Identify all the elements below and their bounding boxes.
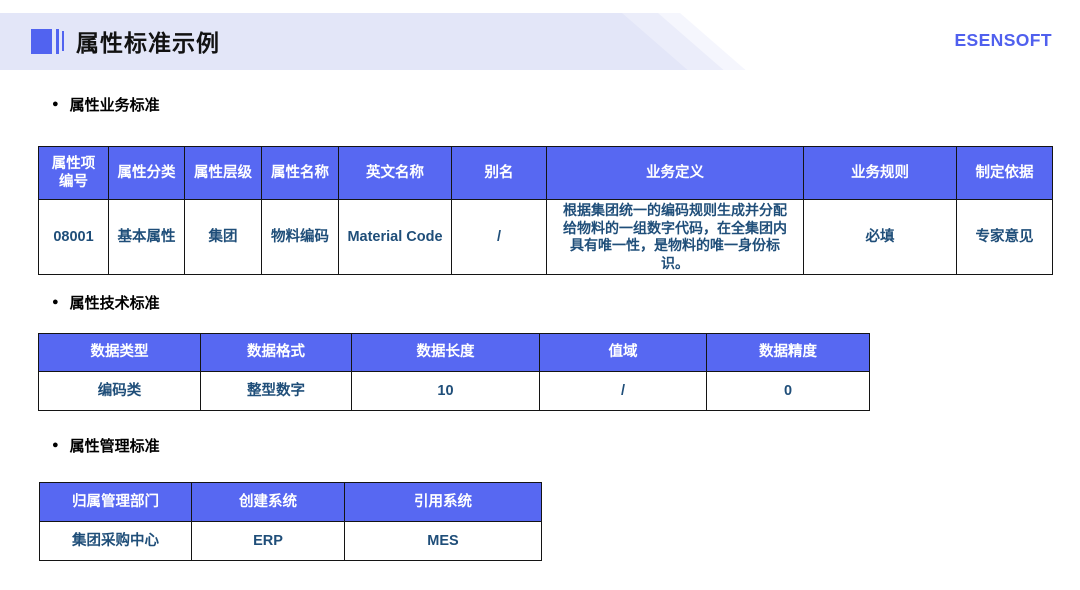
table-cell: 基本属性 [108, 199, 185, 275]
table-header-row: 数据类型数据格式数据长度值域数据精度 [38, 333, 870, 372]
table-cell: / [539, 371, 707, 411]
column-header: 数据长度 [351, 333, 540, 372]
title-bar-icon [62, 31, 64, 51]
column-header: 数据精度 [706, 333, 870, 372]
table-cell: 0 [706, 371, 870, 411]
page-title: 属性标准示例 [76, 30, 220, 56]
table-header-row: 属性项 编号属性分类属性层级属性名称英文名称别名业务定义业务规则制定依据 [38, 146, 1053, 200]
column-header: 别名 [451, 146, 547, 200]
bullet-icon: ● [52, 98, 59, 110]
title-block: 属性标准示例 [31, 27, 220, 56]
section-title: 属性业务标准 [69, 97, 160, 114]
table-cell: 10 [351, 371, 540, 411]
column-header: 制定依据 [956, 146, 1053, 200]
bullet-icon: ● [52, 296, 59, 308]
column-header: 数据类型 [38, 333, 201, 372]
section-heading-technical: ● 属性技术标准 [52, 292, 160, 313]
section-heading-management: ● 属性管理标准 [52, 435, 160, 456]
column-header: 值域 [539, 333, 707, 372]
column-header: 业务规则 [803, 146, 957, 200]
column-header: 属性名称 [261, 146, 339, 200]
table-cell: 专家意见 [956, 199, 1053, 275]
table-cell: 编码类 [38, 371, 201, 411]
column-header: 业务定义 [546, 146, 804, 200]
table-cell: ERP [191, 521, 345, 561]
column-header: 引用系统 [344, 482, 542, 522]
column-header: 属性层级 [184, 146, 262, 200]
table-cell: 物料编码 [261, 199, 339, 275]
column-header: 数据格式 [200, 333, 352, 372]
column-header: 属性分类 [108, 146, 185, 200]
title-square-icon [31, 28, 52, 54]
column-header: 英文名称 [338, 146, 452, 200]
table-cell: MES [344, 521, 542, 561]
table-cell: 集团采购中心 [39, 521, 192, 561]
table-cell: Material Code [338, 199, 452, 275]
column-header: 归属管理部门 [39, 482, 192, 522]
table-cell: 08001 [38, 199, 109, 275]
table-cell: 必填 [803, 199, 957, 275]
table-cell: / [451, 199, 547, 275]
bullet-icon: ● [52, 439, 59, 451]
table-cell: 集团 [184, 199, 262, 275]
table-cell: 根据集团统一的编码规则生成并分配给物料的一组数字代码，在全集团内具有唯一性，是物… [546, 199, 804, 275]
title-bar-icon [56, 28, 59, 54]
section-title: 属性管理标准 [69, 438, 160, 455]
esensoft-logo: ESENSOFT [954, 30, 1052, 50]
table-header-row: 归属管理部门创建系统引用系统 [39, 482, 542, 522]
section-title: 属性技术标准 [69, 295, 160, 312]
section-heading-business: ● 属性业务标准 [52, 94, 160, 115]
column-header: 属性项 编号 [38, 146, 109, 200]
table-cell: 整型数字 [200, 371, 352, 411]
column-header: 创建系统 [191, 482, 345, 522]
